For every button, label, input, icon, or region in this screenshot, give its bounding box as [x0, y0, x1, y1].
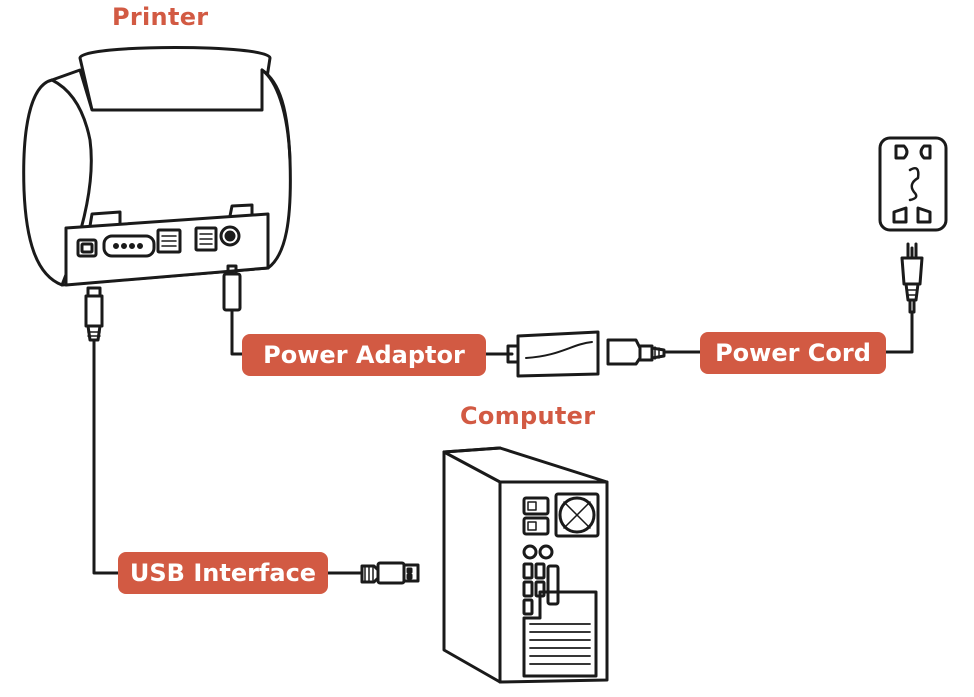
ethernet-port-icon — [156, 228, 182, 254]
power-plug-icon — [900, 242, 924, 314]
barrel-plug-icon — [222, 264, 242, 312]
power-cord-label: Power Cord — [700, 332, 886, 374]
usb-plug-icon — [360, 561, 420, 585]
serial-port-icon — [102, 234, 156, 258]
printer-icon — [22, 46, 292, 287]
computer-title: Computer — [460, 402, 596, 430]
usb-b-port-icon — [76, 238, 98, 258]
printer-title: Printer — [112, 3, 209, 31]
rj11-port-icon — [194, 226, 218, 252]
wall-outlet-icon — [878, 136, 948, 232]
power-brick-icon — [506, 330, 600, 378]
computer-tower-icon — [442, 446, 609, 684]
iec-plug-icon — [606, 338, 666, 366]
power-adaptor-label: Power Adaptor — [242, 334, 486, 376]
power-port-icon — [219, 225, 241, 247]
usb-interface-label: USB Interface — [118, 552, 328, 594]
usb-b-plug-icon — [84, 286, 104, 342]
